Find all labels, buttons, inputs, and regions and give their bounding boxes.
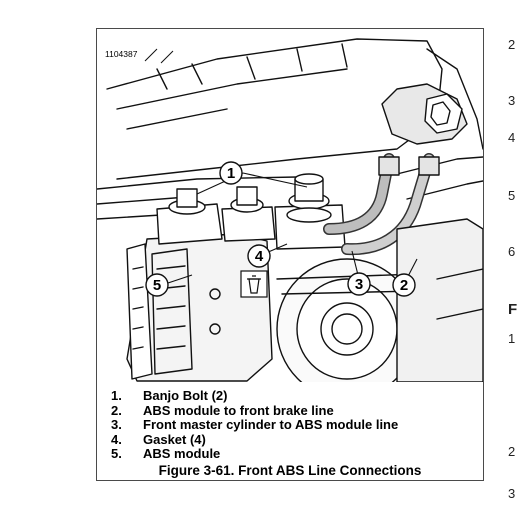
edge-text: 5 [508,188,516,203]
callout-5: 5 [145,273,169,297]
legend-item: 2. ABS module to front brake line [111,402,334,418]
legend-item: 1. Banjo Bolt (2) [111,388,228,403]
figure-id: 1104387 [105,49,138,59]
edge-text: 4 [508,130,516,145]
edge-text: 6 [508,244,516,259]
edge-text: 3 [508,486,516,501]
edge-text: 2 [508,37,516,52]
disposal-icon [240,270,268,298]
figure-caption: Figure 3-61. Front ABS Line Connections [158,463,422,478]
svg-text:1: 1 [227,165,235,182]
clipped-next-column: 2 3 4 5 6 F 1 2 3 [505,0,518,509]
svg-text:5: 5 [153,277,161,294]
edge-text: 2 [508,444,516,459]
callout-4: 4 [247,244,271,268]
callout-3: 3 [347,272,371,296]
legend: 1. Banjo Bolt (2) 2. ABS module to front… [111,388,471,462]
edge-text: 1 [508,331,516,346]
svg-text:2: 2 [400,277,408,294]
svg-text:3: 3 [355,276,363,293]
edge-text: 3 [508,93,516,108]
edge-text: F [508,301,518,318]
figure-frame: 1104387 1 4 5 3 2 1. Banjo Bolt (2) [96,28,484,481]
callout-2: 2 [392,273,416,297]
abs-line-illustration: 1104387 1 4 5 3 2 [97,38,483,382]
callout-1: 1 [219,161,243,185]
legend-item: 3. Front master cylinder to ABS module l… [111,417,399,432]
legend-item: 4. Gasket (4) [111,431,206,447]
svg-text:4: 4 [255,248,264,265]
legend-item: 5. ABS module [111,446,221,461]
